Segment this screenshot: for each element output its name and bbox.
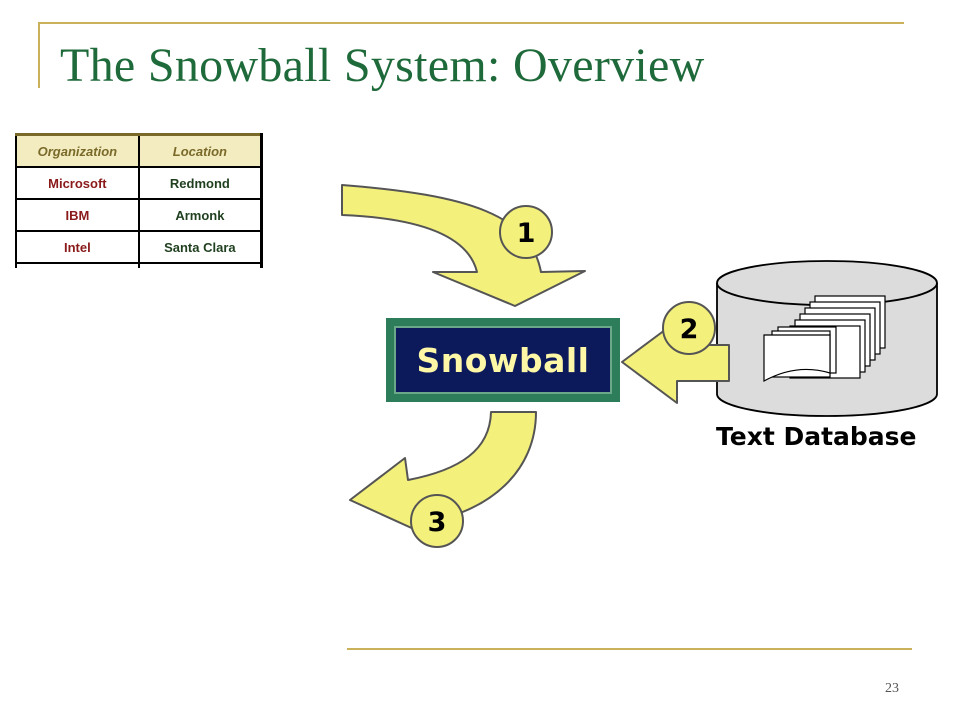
table-row: Microsoft Redmond	[15, 167, 263, 200]
cell-empty	[15, 263, 140, 268]
header-location: Location	[138, 133, 263, 168]
cell-location: Santa Clara	[138, 231, 263, 264]
table-header-row: Organization Location	[15, 133, 263, 168]
frame-top-rule	[38, 22, 904, 24]
slide-title: The Snowball System: Overview	[60, 39, 705, 92]
cell-organization: Intel	[15, 231, 140, 264]
frame-bottom-rule	[347, 648, 912, 650]
snowball-system-box: Snowball	[386, 318, 620, 402]
step-3-label: 3	[428, 507, 447, 538]
table-row-partial	[15, 263, 263, 268]
cell-organization: IBM	[15, 199, 140, 232]
snowball-label: Snowball	[416, 340, 590, 380]
step-1-label: 1	[517, 218, 536, 249]
cell-location: Redmond	[138, 167, 263, 200]
frame-left-rule	[38, 22, 40, 88]
text-database-label: Text Database	[716, 422, 917, 451]
table-row: IBM Armonk	[15, 199, 263, 232]
document-stack-icon	[763, 295, 886, 383]
header-organization: Organization	[15, 133, 140, 168]
cell-empty	[138, 263, 263, 268]
table-row: Intel Santa Clara	[15, 231, 263, 264]
snowball-box-inner: Snowball	[394, 326, 612, 394]
step-2-label: 2	[680, 314, 699, 345]
page-number: 23	[885, 681, 899, 696]
seed-tuples-table: Organization Location Microsoft Redmond …	[15, 133, 263, 268]
step-2-badge: 2	[662, 301, 716, 355]
cell-location: Armonk	[138, 199, 263, 232]
arrow-step-1	[341, 184, 586, 307]
step-3-badge: 3	[410, 494, 464, 548]
step-1-badge: 1	[499, 205, 553, 259]
cell-organization: Microsoft	[15, 167, 140, 200]
